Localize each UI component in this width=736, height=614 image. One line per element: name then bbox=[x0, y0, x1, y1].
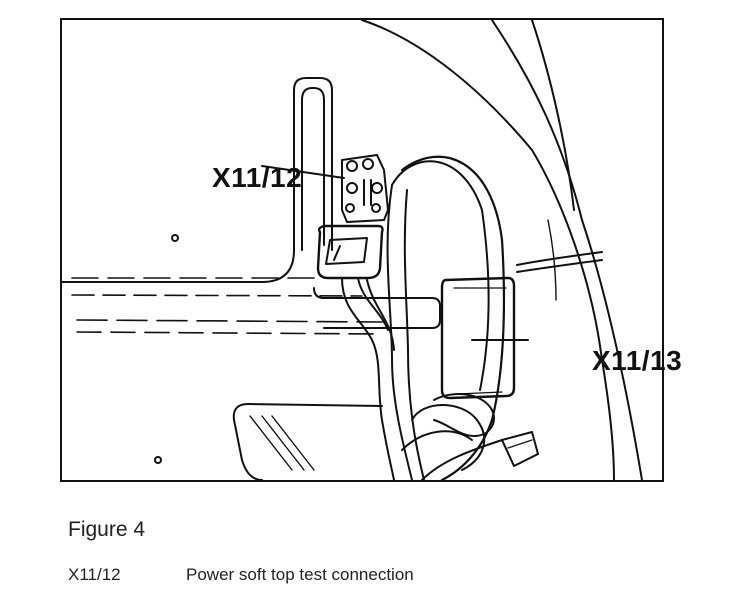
connector-lower-body bbox=[316, 224, 384, 280]
pillar-slot bbox=[293, 77, 333, 251]
bottom-right-clip bbox=[501, 431, 539, 467]
screw-dot-2 bbox=[154, 456, 162, 464]
pillar-base bbox=[61, 249, 295, 283]
lower-panel bbox=[232, 403, 383, 421]
trim-line-dashed-4 bbox=[76, 331, 383, 335]
legend-code: X11/12 bbox=[68, 565, 121, 584]
callout-x11-12: X11/12 bbox=[212, 162, 303, 193]
bracket-slot bbox=[323, 297, 441, 329]
screw-dot-1 bbox=[171, 234, 179, 242]
trim-line-dashed-3 bbox=[76, 319, 383, 323]
leader-x11-12 bbox=[261, 165, 345, 179]
connector-x11-13-body bbox=[440, 276, 516, 400]
body-panel-outer-curve bbox=[361, 19, 615, 481]
wire-clip bbox=[433, 393, 495, 437]
body-panel-edge-3 bbox=[531, 19, 575, 211]
diagram-frame: X11/12 X11/13 bbox=[60, 18, 682, 482]
connector-x11-12-body bbox=[341, 154, 389, 223]
body-panel-inner-curve bbox=[491, 19, 643, 481]
legend-description: Power soft top test connection bbox=[186, 565, 414, 584]
callout-x11-13: X11/13 bbox=[592, 345, 683, 376]
figure-caption: Figure 4 bbox=[68, 518, 146, 541]
line-drawing bbox=[61, 19, 643, 482]
trim-line-dashed-2 bbox=[71, 294, 363, 297]
